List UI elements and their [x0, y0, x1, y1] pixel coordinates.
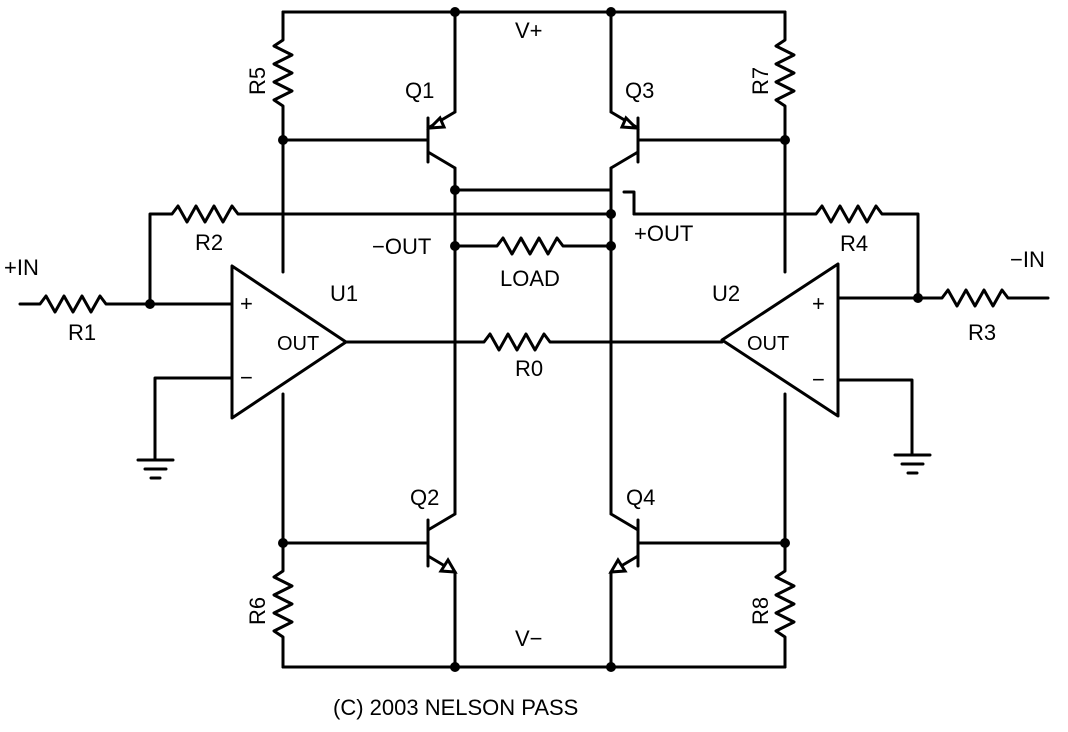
r0-label: R0 — [515, 356, 543, 381]
q2-label: Q2 — [410, 485, 439, 510]
u1-plus-sign: + — [240, 291, 253, 316]
q3-emitter-arrow — [619, 115, 640, 130]
r3-resistor — [836, 288, 1050, 308]
u1-opamp — [230, 264, 348, 420]
q4-transistor — [609, 188, 640, 669]
u2-label: U2 — [712, 281, 740, 306]
load-resistor — [453, 236, 613, 256]
q4-emitter-arrow — [608, 557, 628, 574]
r6-label: R6 — [245, 597, 270, 625]
r5-resistor — [272, 10, 294, 142]
u2-out-label: OUT — [747, 333, 789, 355]
copyright-label: (C) 2003 NELSON PASS — [333, 695, 578, 720]
r2-resistor — [148, 204, 457, 306]
u1-out-label: OUT — [277, 333, 319, 355]
r1-resistor — [18, 294, 234, 314]
minus-out-label: −OUT — [372, 234, 431, 259]
r1-label: R1 — [68, 320, 96, 345]
plus-out-label: +OUT — [634, 221, 693, 246]
r2-label: R2 — [195, 230, 223, 255]
u2-ground-wire — [836, 378, 914, 457]
q1-emitter-arrow — [426, 115, 447, 130]
u2-plus-sign: + — [812, 291, 825, 316]
in-plus-label: +IN — [4, 255, 39, 280]
u1-minus-sign: − — [240, 365, 253, 390]
minus-out-feedback-wire — [453, 188, 613, 216]
q4-label: Q4 — [626, 485, 655, 510]
r3-label: R3 — [968, 320, 996, 345]
r7-label: R7 — [748, 67, 773, 95]
r5-label: R5 — [245, 67, 270, 95]
r4-resistor — [632, 204, 920, 300]
r7-resistor — [774, 10, 796, 142]
r8-resistor — [774, 541, 796, 669]
q1-label: Q1 — [405, 78, 434, 103]
plus-out-feedback-wire — [453, 212, 613, 248]
r6-resistor — [272, 541, 294, 669]
u1-ground-wire — [153, 376, 234, 462]
r4-label: R4 — [840, 231, 868, 256]
vplus-label: V+ — [515, 18, 543, 43]
q3-label: Q3 — [625, 78, 654, 103]
u2-opamp — [720, 262, 840, 418]
r0-resistor — [344, 332, 724, 352]
vminus-label: V− — [515, 626, 543, 651]
junction-dots — [145, 7, 923, 672]
u1-ground-symbol — [136, 458, 175, 480]
u2-minus-sign: − — [812, 367, 825, 392]
r8-label: R8 — [748, 597, 773, 625]
q2-emitter-arrow — [438, 557, 458, 574]
u2-ground-symbol — [893, 453, 932, 475]
load-label: LOAD — [500, 266, 560, 291]
q2-transistor — [426, 188, 457, 669]
in-minus-label: −IN — [1010, 247, 1045, 272]
plus-out-tap — [622, 190, 636, 216]
u1-label: U1 — [330, 281, 358, 306]
